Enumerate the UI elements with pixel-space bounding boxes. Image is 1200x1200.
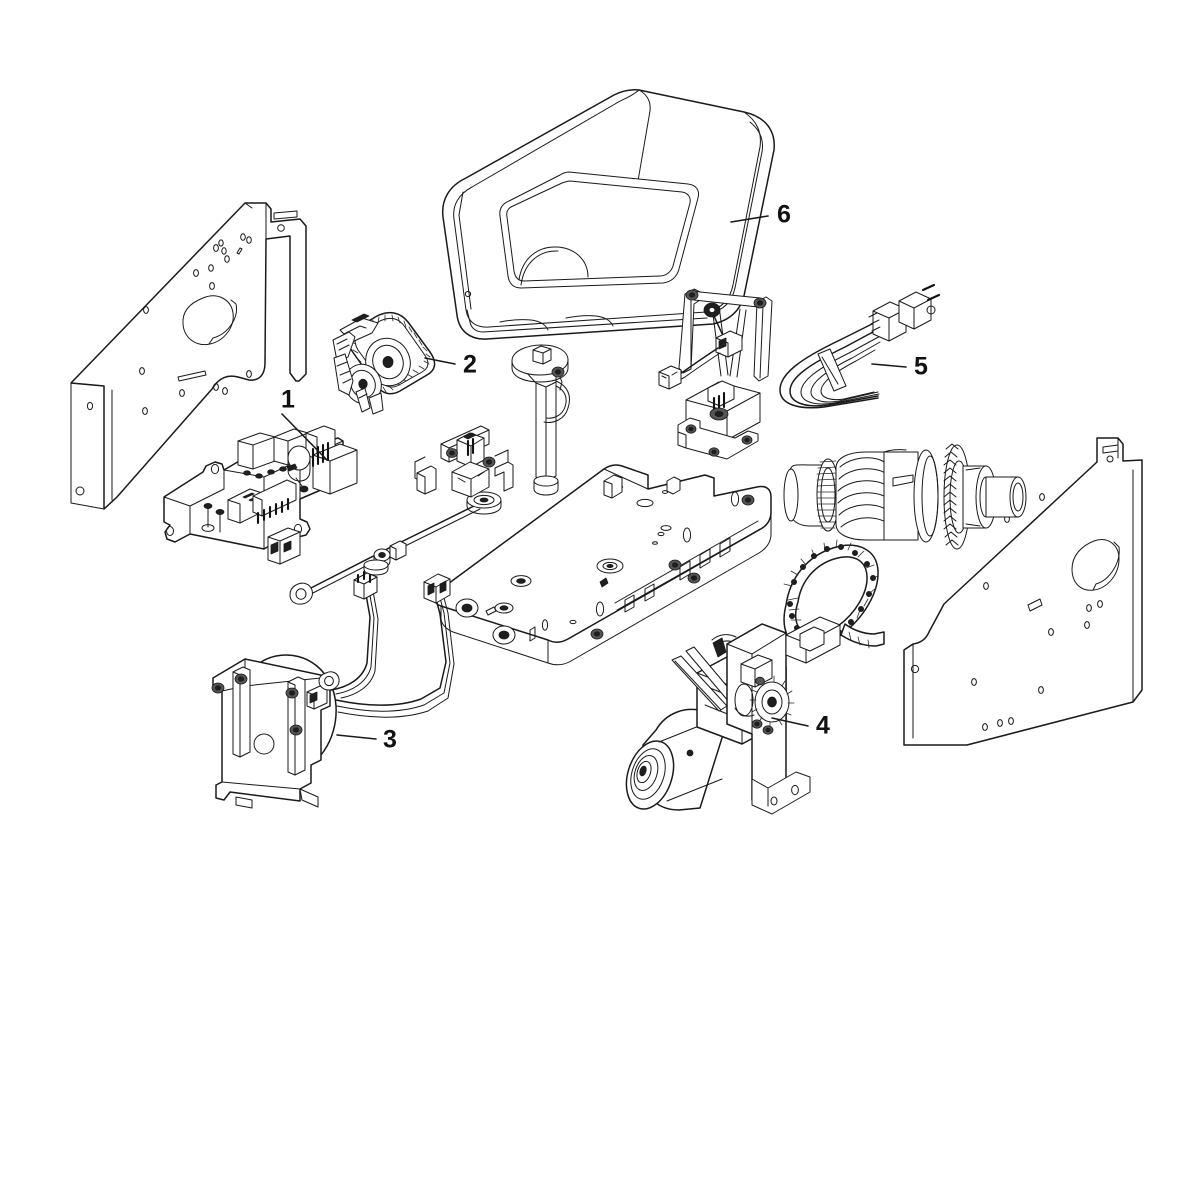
part-power-cord[interactable] (779, 283, 941, 409)
part-left-side-panel[interactable] (70, 202, 307, 510)
callout-1[interactable]: 1 (281, 386, 328, 461)
callout-3[interactable]: 3 (336, 726, 397, 754)
part-circuit-board[interactable] (163, 425, 358, 565)
callout-4[interactable]: 4 (771, 712, 830, 740)
part-top-cover[interactable] (441, 89, 775, 340)
part-sensor-bracket[interactable] (658, 288, 773, 460)
callout-4-number: 4 (816, 712, 830, 740)
part-tension-linkage[interactable] (289, 461, 502, 605)
callout-5-number: 5 (914, 353, 928, 381)
part-drive-shaft[interactable] (783, 443, 1027, 550)
part-limit-switch-post[interactable] (414, 344, 570, 496)
callout-6[interactable]: 6 (730, 201, 791, 229)
part-motor-assembly[interactable] (618, 616, 841, 815)
callout-2[interactable]: 2 (424, 351, 477, 379)
callout-6-number: 6 (777, 201, 791, 229)
part-base-chassis[interactable] (433, 464, 772, 666)
callout-layer: 1 2 3 4 5 6 (281, 201, 928, 754)
part-right-side-panel[interactable] (903, 437, 1143, 746)
part-light-housing[interactable] (211, 654, 337, 809)
part-belt-pulley-assembly[interactable] (332, 311, 436, 415)
callout-5[interactable]: 5 (871, 353, 928, 381)
part-wire-harness[interactable] (318, 570, 455, 718)
callout-2-number: 2 (463, 351, 477, 379)
callout-3-number: 3 (383, 726, 397, 754)
callout-1-number: 1 (281, 386, 295, 414)
